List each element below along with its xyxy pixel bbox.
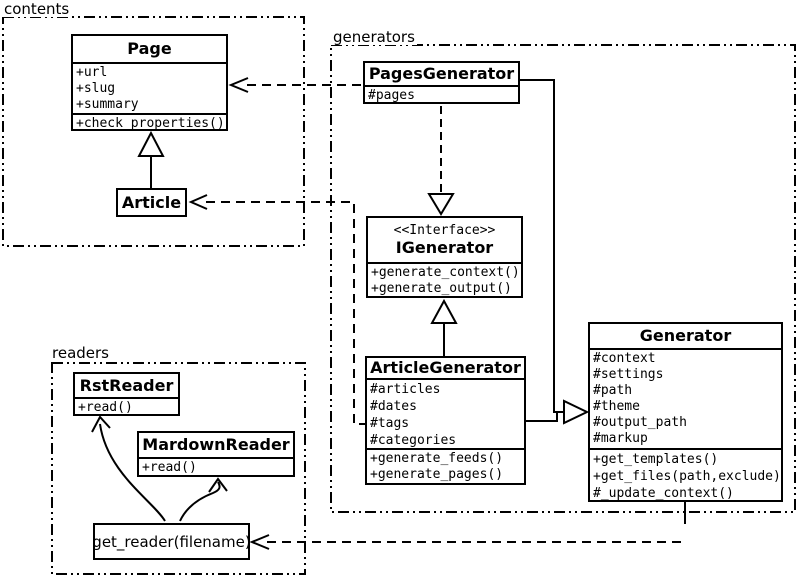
package-label-contents: contents	[2, 0, 72, 18]
class-rstreader-name: RstReader	[79, 375, 174, 395]
class-generator-name: Generator	[639, 326, 732, 345]
class-articlegenerator-attributes: #articles #dates #tags #categories	[367, 378, 524, 448]
arrow-generators-extend-generator	[520, 79, 590, 425]
arrow-articlegenerator-implements-igenerator	[430, 298, 458, 356]
uml-method: +check_properties()	[76, 116, 225, 131]
uml-attribute: #pages	[368, 88, 415, 103]
class-igenerator-stereotype: <<Interface>>	[393, 223, 496, 238]
class-rstreader: RstReader +read()	[73, 372, 180, 416]
uml-attribute: +summary	[76, 97, 139, 112]
arrow-getreader-to-rstreader	[91, 415, 166, 522]
arrow-pagesgenerator-uses-page	[228, 77, 363, 93]
class-articlegenerator-name: ArticleGenerator	[370, 358, 521, 377]
class-igenerator-name: IGenerator	[395, 238, 494, 257]
class-generator: Generator #context #settings #path #them…	[588, 322, 783, 502]
uml-method: +generate_feeds()	[370, 451, 504, 466]
class-mardownreader: MardownReader +read()	[137, 431, 295, 477]
package-label-readers: readers	[50, 344, 111, 362]
arrow-articlegenerator-uses-article	[188, 194, 365, 425]
class-pagesgenerator-name: PagesGenerator	[368, 64, 515, 83]
uml-method: +generate_context()	[371, 265, 520, 280]
uml-attribute: #settings	[593, 367, 664, 382]
uml-method: +generate_output()	[371, 281, 512, 296]
arrow-pagesgenerator-implements-igenerator	[427, 106, 455, 216]
uml-method: +get_files(path,exclude)	[593, 469, 781, 484]
arrow-generator-uses-getreader	[249, 502, 686, 550]
uml-attribute: #categories	[370, 433, 457, 448]
class-igenerator-header: <<Interface>> IGenerator	[368, 218, 521, 262]
package-label-generators: generators	[331, 28, 417, 46]
function-box-get-reader: get_reader(filename)	[92, 523, 251, 560]
uml-attribute: #context	[593, 351, 656, 366]
class-page-methods: +check_properties()	[73, 113, 226, 131]
class-igenerator: <<Interface>> IGenerator +generate_conte…	[366, 216, 523, 298]
uml-attribute: #markup	[593, 431, 648, 446]
package-frame-readers	[51, 362, 306, 575]
class-generator-attributes: #context #settings #path #theme #output_…	[590, 348, 781, 448]
class-pagesgenerator-attributes: #pages	[365, 85, 518, 104]
class-page-attributes: +url +slug +summary	[73, 62, 226, 113]
uml-attribute: #articles	[370, 382, 441, 397]
uml-attribute: #tags	[370, 416, 410, 431]
class-article: Article	[116, 188, 187, 217]
class-mardownreader-methods: +read()	[139, 457, 293, 477]
uml-attribute: #output_path	[593, 415, 687, 430]
uml-attribute: #theme	[593, 399, 640, 414]
class-page: Page +url +slug +summary +check_properti…	[71, 34, 228, 131]
uml-attribute: #path	[593, 383, 633, 398]
uml-method: +generate_pages()	[370, 467, 504, 482]
class-mardownreader-name: MardownReader	[142, 435, 290, 454]
uml-method: +read()	[78, 400, 133, 415]
class-rstreader-methods: +read()	[75, 397, 178, 416]
uml-attribute: +url	[76, 65, 108, 80]
package-frame-generators	[330, 44, 796, 513]
class-pagesgenerator: PagesGenerator #pages	[363, 61, 520, 104]
uml-attribute: +slug	[76, 81, 116, 96]
arrow-getreader-to-mardownreader	[179, 477, 228, 522]
class-articlegenerator: ArticleGenerator #articles #dates #tags …	[365, 356, 526, 485]
uml-method: +get_templates()	[593, 452, 719, 467]
class-igenerator-methods: +generate_context() +generate_output()	[368, 262, 521, 298]
class-articlegenerator-methods: +generate_feeds() +generate_pages()	[367, 448, 524, 483]
arrow-article-extends-page	[137, 130, 165, 188]
class-page-name: Page	[127, 39, 172, 58]
class-generator-methods: +get_templates() +get_files(path,exclude…	[590, 448, 781, 501]
class-article-name: Article	[121, 192, 182, 212]
uml-method: #_update_context()	[593, 486, 734, 501]
uml-attribute: #dates	[370, 399, 417, 414]
uml-method: +read()	[142, 460, 197, 475]
package-frame-contents	[2, 16, 305, 247]
